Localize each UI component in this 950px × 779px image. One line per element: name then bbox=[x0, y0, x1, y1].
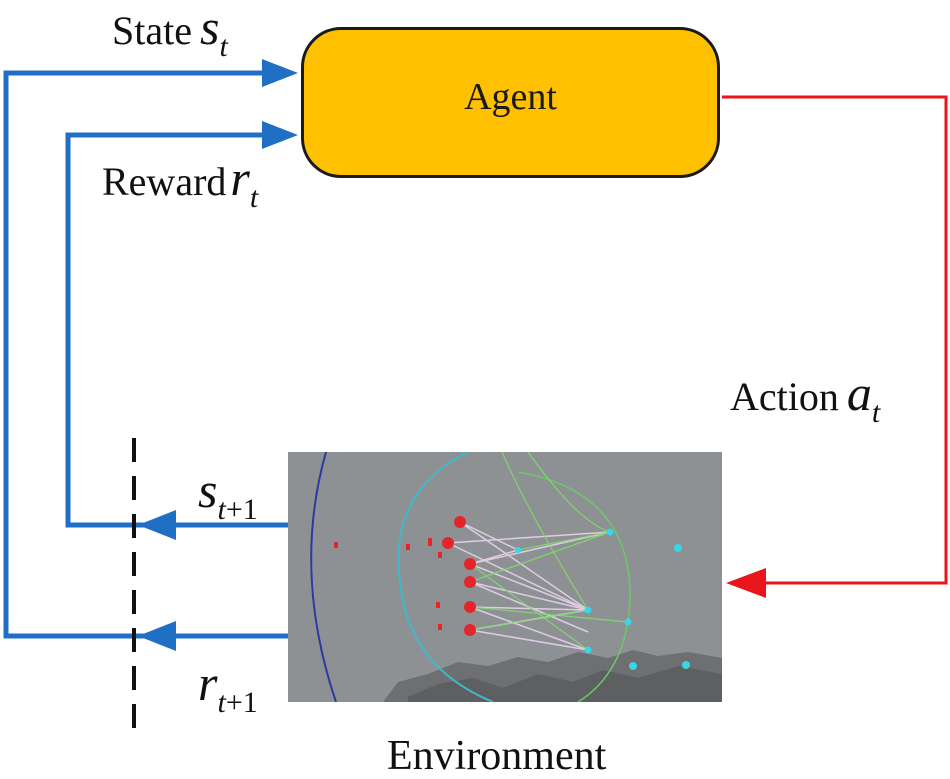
agent-label: Agent bbox=[464, 75, 557, 118]
next-reward-arrowhead bbox=[138, 621, 176, 651]
environment-view bbox=[288, 452, 722, 702]
action-label: Action at bbox=[730, 365, 881, 429]
reward-feedback-line bbox=[65, 132, 290, 528]
environment-simulation-image bbox=[288, 452, 722, 702]
agent-box: Agent bbox=[301, 27, 720, 178]
reward-label: Reward rt bbox=[102, 150, 259, 214]
state-label: State st bbox=[112, 0, 228, 63]
action-arrowhead bbox=[726, 568, 766, 598]
action-line bbox=[722, 95, 948, 585]
environment-label: Environment bbox=[387, 733, 607, 779]
next-state-arrowhead bbox=[138, 510, 176, 540]
state-arrowhead bbox=[262, 59, 298, 87]
next-state-label: st+1 bbox=[198, 462, 258, 526]
next-reward-label: rt+1 bbox=[198, 655, 258, 719]
reward-arrowhead bbox=[262, 121, 298, 149]
